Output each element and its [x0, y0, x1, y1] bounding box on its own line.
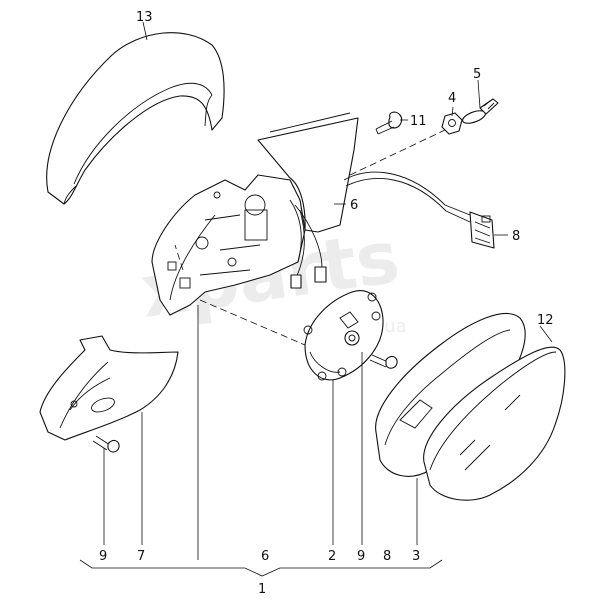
assembly-bracket	[79, 559, 443, 577]
callout-labels: 13 4 5 11 6 8 12 9 7 6 2 9 8 3 1	[99, 10, 554, 597]
callout-5: 5	[473, 67, 481, 82]
callout-3-bottom: 3	[412, 549, 420, 564]
callout-8-bottom: 8	[383, 549, 391, 564]
part-11-screw	[375, 111, 403, 135]
part-7-lower-cover	[39, 335, 179, 441]
callout-13: 13	[136, 10, 153, 25]
leader-lines	[103, 21, 553, 560]
callout-6-side: 6	[350, 198, 358, 213]
callout-8-side: 8	[512, 229, 520, 244]
part-5-bolt	[462, 98, 499, 124]
callout-7-bottom: 7	[137, 549, 145, 564]
callout-12: 12	[537, 313, 554, 328]
part-13-mirror-cap	[46, 32, 225, 205]
connector-plug-b	[314, 266, 327, 283]
callout-6-bottom: 6	[261, 549, 269, 564]
part-9-screw-left	[92, 435, 120, 453]
callout-4: 4	[448, 91, 456, 106]
callout-11: 11	[410, 114, 427, 129]
callout-1-assembly: 1	[258, 582, 266, 597]
part-3-mirror-housing	[375, 313, 526, 477]
connector-plug-a	[290, 274, 302, 289]
callout-2-bottom: 2	[328, 549, 336, 564]
part-12-mirror-glass	[423, 346, 566, 501]
part-8-connector	[444, 204, 495, 249]
callout-9-bottom-center: 9	[357, 549, 365, 564]
part-4-nut	[441, 112, 463, 135]
part-2-actuator-motor	[303, 290, 384, 381]
part-9-screw-center	[369, 354, 398, 369]
part-6-mirror-base	[151, 112, 447, 346]
callout-9-bottom-left: 9	[99, 549, 107, 564]
